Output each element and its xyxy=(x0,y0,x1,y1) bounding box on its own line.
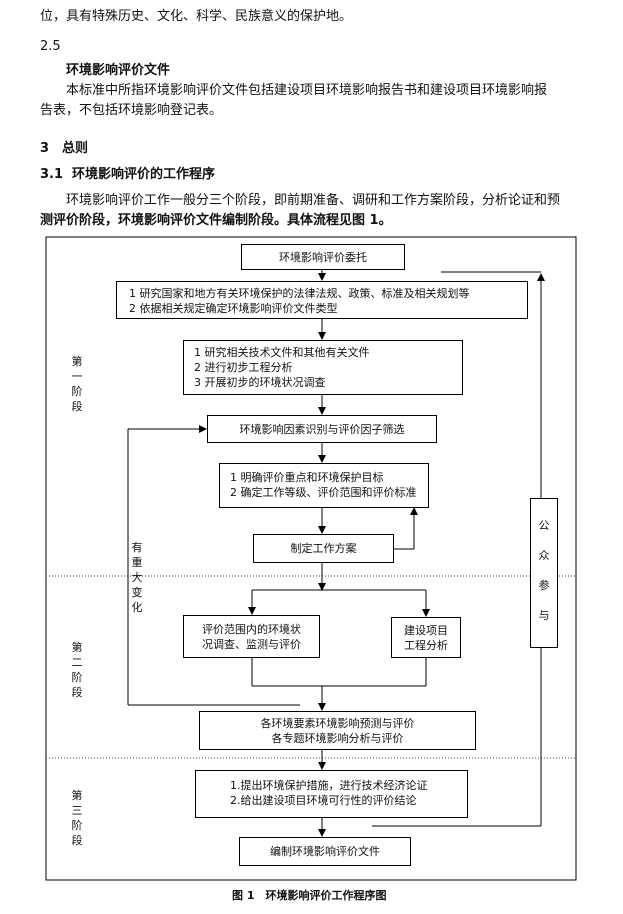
section-heading-3-1: 环境影响评价的工作程序 xyxy=(72,167,216,182)
section-heading-2-5: 环境影响评价文件 xyxy=(66,63,171,78)
survey-box: 评价范围内的环境状 况调查、监测与评价 xyxy=(183,615,320,658)
measures-box: 1.提出环境保护措施，进行技术经济论证 2.给出建设项目环境可行性的评价结论 xyxy=(195,770,468,818)
stage-1-label: 第一阶段 xyxy=(71,355,83,413)
major-change-label: 有重大变化 xyxy=(131,541,143,614)
work-plan-box: 制定工作方案 xyxy=(253,534,394,563)
entrust-label: 环境影响评价委托 xyxy=(279,250,367,264)
paragraph-continuation: 位，具有特殊历史、文化、科学、民族意义的保护地。 xyxy=(40,9,353,24)
prediction-line-2: 各专题环境影响分析与评价 xyxy=(271,731,404,745)
flowchart-frame xyxy=(45,236,577,881)
prediction-line-1: 各环境要素环境影响预测与评价 xyxy=(260,716,415,730)
focus-item-2: 2 确定工作等级、评价范围和评价标准 xyxy=(230,486,417,499)
study-laws-box: 1 研究国家和地方有关环境保护的法律法规、政策、标准及相关规划等 2 依据相关规… xyxy=(116,281,528,319)
figure-caption: 图 1 环境影响评价工作程序图 xyxy=(232,889,387,902)
focus-box: 1 明确评价重点和环境保护目标 2 确定工作等级、评价范围和评价标准 xyxy=(219,463,429,508)
entrust-box: 环境影响评价委托 xyxy=(241,244,405,270)
public-participation-box: 公众参与 xyxy=(530,498,558,648)
section-2-5-text-line2: 告表，不包括环境影响登记表。 xyxy=(40,103,223,118)
public-participation-label: 公众参与 xyxy=(538,519,550,622)
engineering-analysis-box: 建设项目 工程分析 xyxy=(391,617,461,658)
stage-2-label: 第二阶段 xyxy=(71,641,83,699)
focus-item-1: 1 明确评价重点和环境保护目标 xyxy=(230,471,384,484)
section-3-1-text-line1: 环境影响评价工作一般分三个阶段，即前期准备、调研和工作方案阶段，分析论证和预 xyxy=(66,193,561,208)
prelim-item-3: 3 开展初步的环境状况调查 xyxy=(194,376,326,389)
prelim-item-1: 1 研究相关技术文件和其他有关文件 xyxy=(194,346,370,359)
compile-label: 编制环境影响评价文件 xyxy=(270,845,380,858)
study-laws-item-2: 2 依据相关规定确定环境影响评价文件类型 xyxy=(129,302,338,315)
work-plan-label: 制定工作方案 xyxy=(290,542,357,555)
section-number-3-1: 3.1 xyxy=(40,167,64,182)
prediction-box: 各环境要素环境影响预测与评价 各专题环境影响分析与评价 xyxy=(199,711,476,750)
stage-3-label: 第三阶段 xyxy=(71,789,83,847)
section-3-1-text-line2: 测评价阶段，环境影响评价文件编制阶段。具体流程见图 1。 xyxy=(40,213,392,228)
section-number-3: 3 xyxy=(40,141,50,156)
screening-label: 环境影响因素识别与评价因子筛选 xyxy=(239,422,405,436)
prelim-box: 1 研究相关技术文件和其他有关文件 2 进行初步工程分析 3 开展初步的环境状况… xyxy=(183,340,463,395)
measures-item-2: 2.给出建设项目环境可行性的评价结论 xyxy=(230,794,417,807)
measures-item-1: 1.提出环境保护措施，进行技术经济论证 xyxy=(230,779,428,792)
section-2-5-text-line1: 本标准中所指环境影响评价文件包括建设项目环境影响报告书和建设项目环境影响报 xyxy=(66,83,548,98)
survey-line-2: 况调查、监测与评价 xyxy=(202,637,301,651)
screening-box: 环境影响因素识别与评价因子筛选 xyxy=(207,415,437,443)
compile-box: 编制环境影响评价文件 xyxy=(239,837,411,866)
section-heading-3: 总则 xyxy=(62,141,89,156)
prelim-item-2: 2 进行初步工程分析 xyxy=(194,361,293,374)
study-laws-item-1: 1 研究国家和地方有关环境保护的法律法规、政策、标准及相关规划等 xyxy=(129,287,470,300)
survey-line-1: 评价范围内的环境状 xyxy=(202,622,301,636)
section-number-2-5: 2.5 xyxy=(40,39,61,54)
engineering-analysis-line-2: 工程分析 xyxy=(404,638,448,652)
engineering-analysis-line-1: 建设项目 xyxy=(404,623,448,637)
